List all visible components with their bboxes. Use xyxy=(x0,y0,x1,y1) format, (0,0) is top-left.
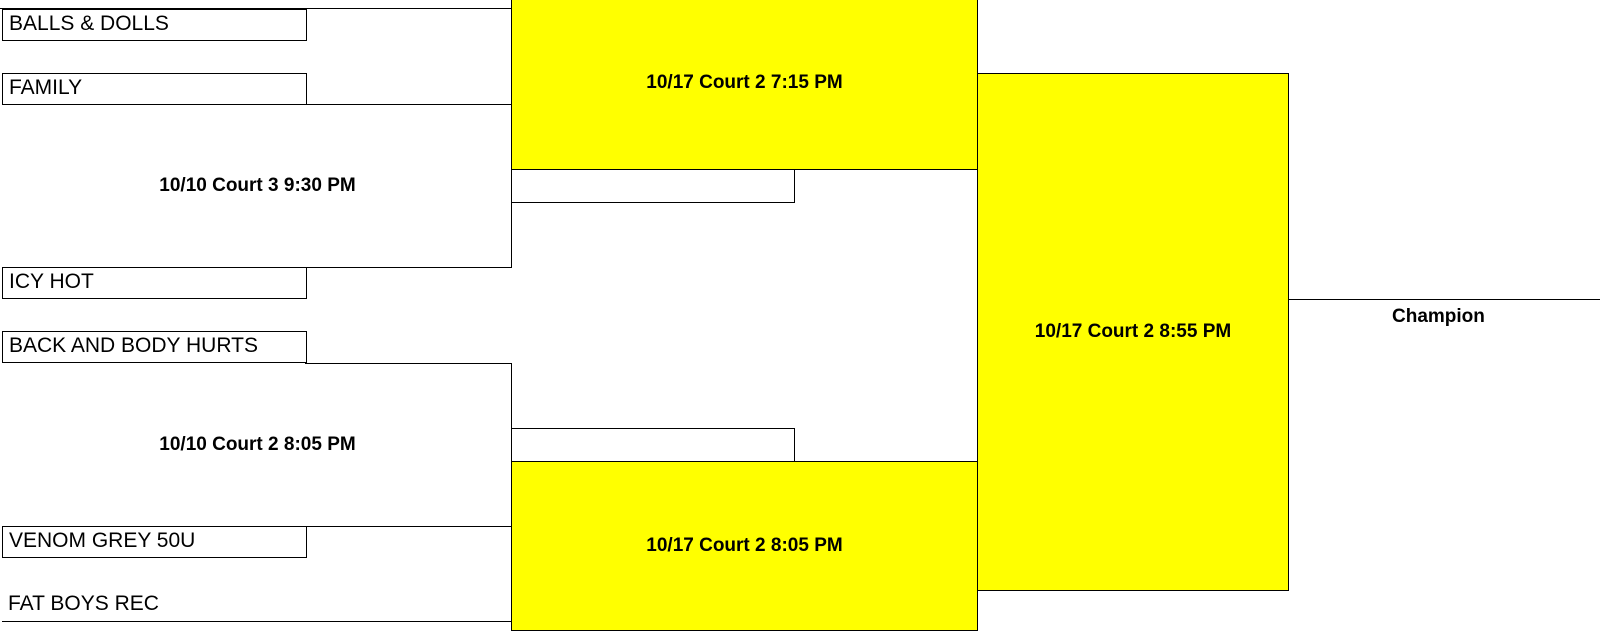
team-name: BACK AND BODY HURTS xyxy=(9,334,258,357)
winner-slot-top xyxy=(511,169,795,203)
game-label-r1-top: 10/10 Court 3 9:30 PM xyxy=(159,175,356,196)
team-slot-4: BACK AND BODY HURTS xyxy=(2,331,307,363)
game-label-semi-bottom: 10/17 Court 2 8:05 PM xyxy=(646,535,843,556)
game-box-semi-top: 10/17 Court 2 7:15 PM xyxy=(511,0,978,170)
team-slot-3: ICY HOT xyxy=(2,267,307,299)
game-label-semi-top: 10/17 Court 2 7:15 PM xyxy=(646,72,843,93)
team-name: FAMILY xyxy=(9,76,83,99)
team-name: VENOM GREY 50U xyxy=(9,529,196,552)
team-slot-2: FAMILY xyxy=(2,73,307,105)
team-slot-6: FAT BOYS REC xyxy=(2,590,512,622)
champion-label: Champion xyxy=(1392,306,1485,327)
team-slot-1: BALLS & DOLLS xyxy=(2,9,307,41)
game-label-r1-bottom: 10/10 Court 2 8:05 PM xyxy=(159,434,356,455)
team-slot-5: VENOM GREY 50U xyxy=(2,526,307,558)
champion-line xyxy=(1288,299,1600,300)
game-box-semi-bottom: 10/17 Court 2 8:05 PM xyxy=(511,461,978,631)
team-name: FAT BOYS REC xyxy=(8,592,159,615)
bracket-line-top xyxy=(0,8,512,9)
team-name: ICY HOT xyxy=(9,270,94,293)
game-box-final: 10/17 Court 2 8:55 PM xyxy=(977,73,1289,591)
game-label-final: 10/17 Court 2 8:55 PM xyxy=(1034,321,1232,342)
team-name: BALLS & DOLLS xyxy=(9,12,169,35)
winner-slot-bottom xyxy=(511,428,795,462)
